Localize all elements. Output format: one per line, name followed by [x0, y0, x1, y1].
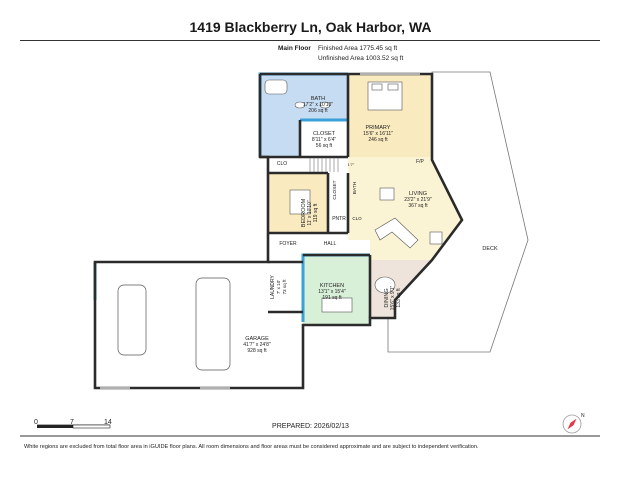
dining-table — [374, 276, 396, 294]
kitchen-dims: 13'1" x 15'4" — [318, 289, 346, 295]
bedroom-label: BEDROOM — [301, 198, 307, 227]
hallway-fill — [268, 157, 348, 173]
bed-primary — [367, 81, 403, 111]
scale-bar — [37, 424, 111, 429]
windows — [100, 73, 420, 389]
living-label: LIVING — [409, 191, 427, 197]
bath-dims: 17'2" x 10'10" — [303, 102, 333, 108]
unfinished-area: Unfinished Area 1003.52 sq ft — [318, 55, 404, 62]
living-area: 367 sq ft — [408, 203, 428, 209]
closet-small-label: CLOSET — [332, 180, 338, 199]
cars — [117, 277, 231, 371]
clo-label-1: CLO — [277, 161, 287, 167]
closet-dims: 8'11" x 6'4" — [312, 137, 336, 143]
laundry-dims: 7' x 10' — [276, 280, 281, 294]
compass-icon: N — [562, 413, 585, 434]
bed-bedroom — [289, 189, 311, 215]
floor-name: Main Floor — [278, 45, 311, 52]
closet-fill — [300, 120, 348, 157]
kitchen-area: 191 sq ft — [322, 295, 342, 301]
laundry-area: 73 sq ft — [282, 279, 287, 295]
step-label: 1'7" — [348, 162, 355, 167]
bath-area: 206 sq ft — [308, 108, 328, 114]
bedroom-rotated: BEDROOM 11' x 10'10" 119 sq ft — [301, 198, 319, 227]
fp-label: F/P — [416, 159, 424, 165]
plan-title: 1419 Blackberry Ln, Oak Harbor, WA — [189, 19, 432, 35]
svg-text:N: N — [581, 413, 585, 419]
scale-0: 0 — [34, 419, 38, 426]
scale-7: 7 — [70, 419, 74, 426]
clo-label-2: CLO — [352, 216, 362, 221]
footnote: White regions are excluded from total fl… — [24, 444, 479, 450]
kitchen-island — [321, 297, 353, 313]
pntr-label: PNTR — [332, 216, 346, 222]
bedroom-dims: 11' x 10'10" — [307, 200, 313, 226]
dining-rotated: DINING 15'6" x 9'1" 133 sq ft — [384, 285, 402, 310]
closet-small-rotated: CLOSET — [332, 180, 338, 199]
bath-label: BATH — [311, 96, 325, 102]
dining-area: 133 sq ft — [396, 288, 402, 308]
closet-label: CLOSET — [313, 131, 336, 137]
dining-label: DINING — [384, 288, 390, 307]
kitchen-label: KITCHEN — [320, 283, 344, 289]
title-rule — [20, 40, 600, 41]
laundry-fill — [268, 262, 303, 312]
bath-small-label: BATH — [352, 181, 358, 194]
scale-14: 14 — [104, 419, 112, 426]
walls — [93, 72, 464, 390]
bedroom-area: 119 sq ft — [313, 203, 319, 222]
foyer-label: FOYER — [279, 241, 297, 247]
living-sofa — [374, 187, 443, 249]
pantry-fill — [328, 205, 348, 233]
closet-area: 56 sq ft — [316, 143, 333, 149]
garage-label: GARAGE — [245, 336, 269, 342]
deck-label: DECK — [482, 246, 498, 252]
primary-label: PRIMARY — [366, 125, 391, 131]
laundry-rotated: LAUNDRY 7' x 10' 73 sq ft — [270, 274, 287, 298]
laundry-label: LAUNDRY — [270, 274, 276, 298]
stairs — [309, 157, 339, 172]
living-dims: 23'2" x 21'9" — [404, 197, 432, 203]
bathtub — [264, 79, 288, 95]
room-labels: BATH 17'2" x 10'10" 206 sq ft PRIMARY 15… — [243, 96, 432, 354]
primary-dims: 15'6" x 16'11" — [363, 131, 393, 137]
garage-area: 928 sq ft — [247, 348, 267, 354]
kitchen-fill — [303, 255, 370, 325]
hall-label: HALL — [324, 241, 337, 247]
finished-area: Finished Area 1775.45 sq ft — [318, 45, 398, 52]
dining-fill — [370, 260, 432, 318]
prepared-date: PREPARED: 2026/02/13 — [272, 423, 349, 430]
dining-dims: 15'6" x 9'1" — [390, 285, 396, 310]
bath-small-rotated: BATH — [352, 181, 358, 194]
primary-area: 246 sq ft — [368, 137, 388, 143]
garage-dims: 41'7" x 24'8" — [243, 342, 271, 348]
vanity-sinks — [294, 101, 331, 109]
